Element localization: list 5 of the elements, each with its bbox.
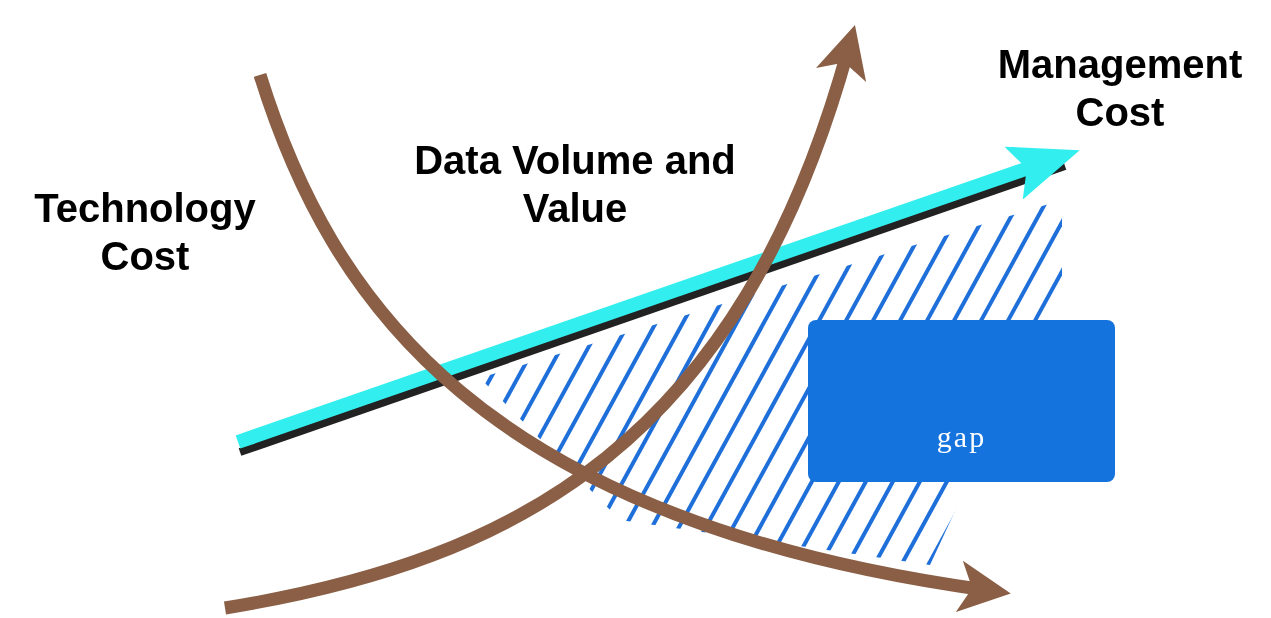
curve-label: Technology Cost: [33, 185, 257, 280]
curve-label: Management Cost: [996, 41, 1244, 136]
curve-label: Data Volume and Value: [413, 137, 737, 232]
gap-box: [808, 320, 1115, 482]
gap-label: gap: [936, 420, 987, 454]
